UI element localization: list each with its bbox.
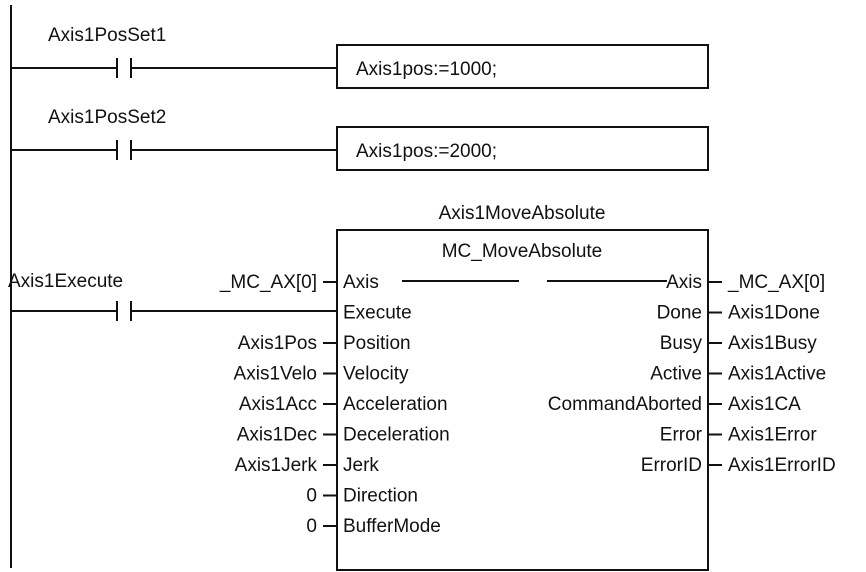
input-pin-axis: Axis: [343, 272, 379, 293]
output-var-axis: _MC_AX[0]: [727, 272, 825, 293]
rung1-st-statement: Axis1pos:=1000;: [356, 59, 497, 80]
input-pin-acceleration: Acceleration: [343, 394, 448, 415]
input-pin-jerk: Jerk: [343, 455, 379, 476]
output-var-busy: Axis1Busy: [728, 333, 817, 354]
input-pin-position: Position: [343, 333, 411, 354]
output-pin-commandaborted: CommandAborted: [548, 394, 702, 415]
output-var-active: Axis1Active: [728, 364, 826, 385]
rung2-st-statement: Axis1pos:=2000;: [356, 141, 497, 162]
rung1-contact-symbol: [116, 58, 132, 78]
rung3-contact-label: Axis1Execute: [8, 271, 123, 292]
input-pin-direction: Direction: [343, 486, 418, 507]
rung2-contact-symbol: [116, 140, 132, 160]
input-pin-deceleration: Deceleration: [343, 425, 450, 446]
output-var-errorid: Axis1ErrorID: [728, 455, 836, 476]
function-block-instance-name: Axis1MoveAbsolute: [439, 203, 606, 224]
rung2-st-box: [336, 126, 709, 171]
rung2-contact-label: Axis1PosSet2: [48, 107, 166, 128]
output-pin-busy: Busy: [660, 333, 703, 354]
function-block-type: MC_MoveAbsolute: [442, 241, 603, 262]
input-arg-deceleration: Axis1Dec: [237, 425, 317, 446]
rung1-st-box: [336, 44, 709, 89]
output-var-done: Axis1Done: [728, 303, 820, 324]
input-arg-position: Axis1Pos: [238, 333, 317, 354]
input-arg-acceleration: Axis1Acc: [239, 394, 317, 415]
input-arg-buffermode: 0: [306, 516, 317, 537]
rung1-contact-label: Axis1PosSet1: [48, 25, 166, 46]
output-pin-active: Active: [650, 364, 702, 385]
input-pin-execute: Execute: [343, 303, 412, 324]
output-var-commandaborted: Axis1CA: [728, 394, 801, 415]
input-arg-direction: 0: [306, 486, 317, 507]
input-arg-jerk: Axis1Jerk: [235, 455, 318, 476]
input-arg-velocity: Axis1Velo: [234, 364, 317, 385]
function-block-box: [336, 229, 709, 571]
rung3-contact-symbol: [116, 301, 132, 321]
output-pin-done: Done: [657, 303, 702, 324]
output-pin-error: Error: [660, 425, 703, 446]
input-arg-axis: _MC_AX[0]: [219, 272, 317, 293]
output-pin-axis: Axis: [666, 272, 702, 293]
input-pin-velocity: Velocity: [343, 364, 409, 385]
output-pin-errorid: ErrorID: [641, 455, 702, 476]
input-pin-buffermode: BufferMode: [343, 516, 441, 537]
output-var-error: Axis1Error: [728, 425, 817, 446]
